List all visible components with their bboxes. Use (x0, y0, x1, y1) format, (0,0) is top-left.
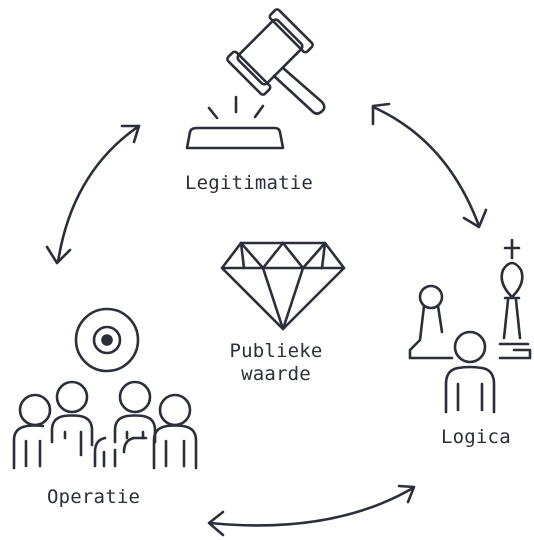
publieke-line2: waarde (241, 363, 311, 385)
diamond-icon (220, 241, 346, 331)
publieke-line1: Publieke (229, 340, 323, 362)
operatie-label: Operatie (47, 486, 141, 508)
arrow-left-cycle (45, 124, 141, 265)
chess-pieces-icon (408, 238, 532, 414)
logica-label: Logica (441, 426, 511, 448)
publieke-waarde-label: Publieke waarde (220, 340, 332, 386)
team-target-icon (12, 307, 198, 470)
arrow-bottom-cycle (207, 484, 416, 537)
arrow-right-cycle (371, 102, 488, 229)
gavel-icon (185, 8, 326, 150)
legitimatie-label: Legitimatie (185, 172, 314, 194)
